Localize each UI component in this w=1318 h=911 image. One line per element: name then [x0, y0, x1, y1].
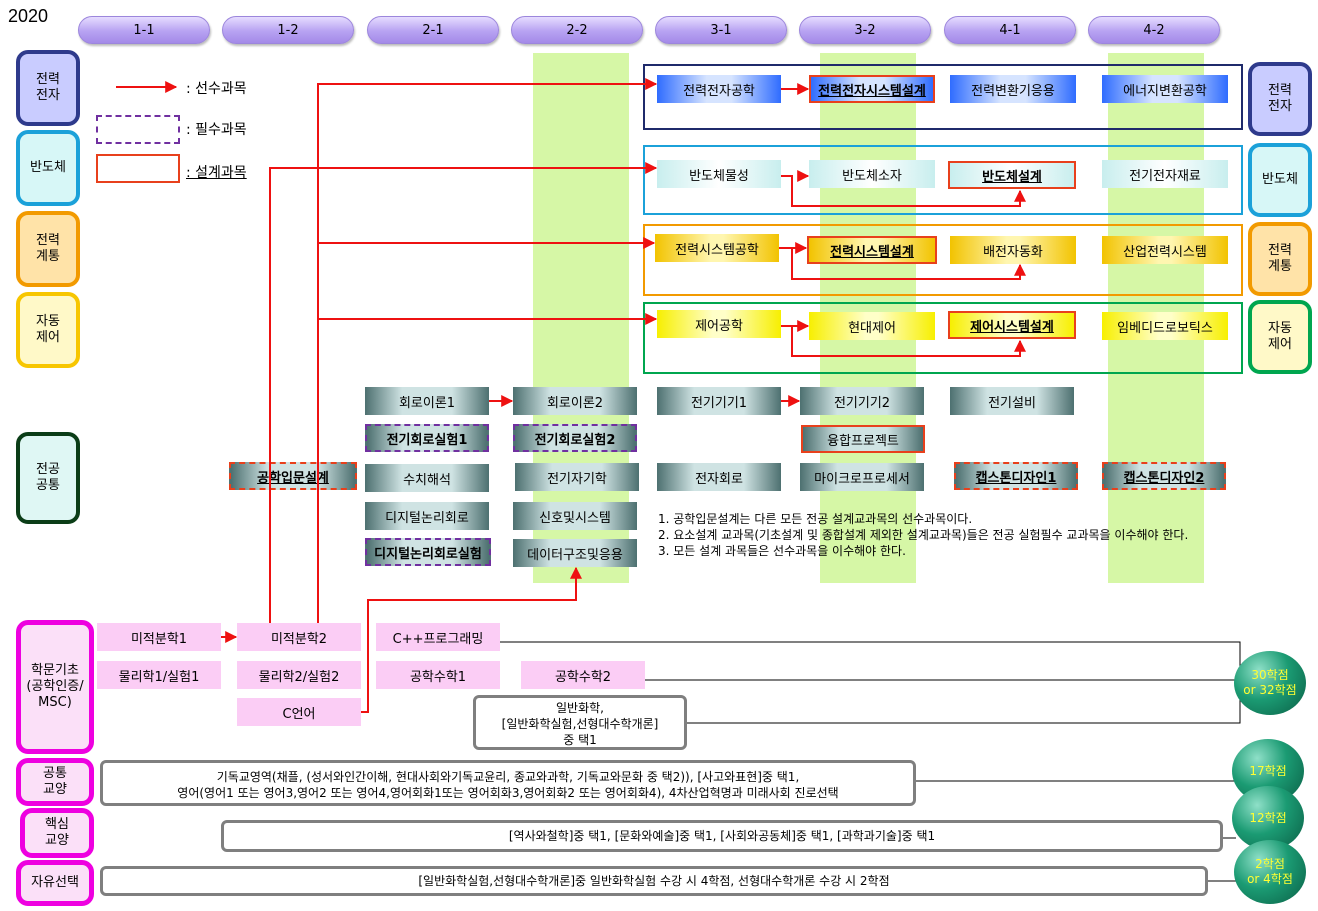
- course-eng-math2: 공학수학2: [521, 661, 645, 689]
- course-digital-logic: 디지털논리회로: [365, 502, 489, 530]
- course-machine2: 전기기기2: [800, 387, 924, 415]
- course-energy-conversion: 에너지변환공학: [1102, 75, 1228, 103]
- category-semiconductor: 반도체: [16, 130, 80, 206]
- frame-control: [643, 302, 1243, 374]
- year-label: 2020: [8, 6, 49, 26]
- credit-msc: 30학점 or 32학점: [1234, 651, 1306, 715]
- note-3: 3. 모든 설계 과목들은 선수과목을 이수해야 한다.: [658, 544, 906, 558]
- category-power-system-right: 전력 계통: [1248, 222, 1312, 296]
- course-control-eng: 제어공학: [657, 310, 781, 338]
- course-power-electronics-system-design: 전력전자시스템설계: [809, 75, 935, 103]
- course-data-structures: 데이터구조및응용: [513, 539, 637, 567]
- course-digital-lab: 디지털논리회로실험: [365, 538, 491, 566]
- semester-2-1: 2-1: [367, 16, 499, 44]
- course-eng-math1: 공학수학1: [376, 661, 500, 689]
- credit-free: 2학점 or 4학점: [1234, 840, 1306, 904]
- course-power-system-design: 전력시스템설계: [807, 236, 937, 264]
- category-major-common: 전공 공통: [16, 432, 80, 524]
- semester-3-2: 3-2: [799, 16, 931, 44]
- frame-power-electronics: [643, 64, 1243, 130]
- course-distribution-automation: 배전자동화: [950, 236, 1076, 264]
- course-modern-control: 현대제어: [809, 312, 935, 340]
- course-semiconductor-physics: 반도체물성: [657, 160, 781, 188]
- legend-prereq: : 선수과목: [186, 81, 247, 97]
- course-power-converter: 전력변환기응용: [950, 75, 1076, 103]
- course-electronic-circuit: 전자회로: [657, 463, 781, 491]
- semester-1-1: 1-1: [78, 16, 210, 44]
- liberal-common: 기독교영역(채플, (성서와인간이해, 현대사회와기독교윤리, 종교와과학, 기…: [100, 760, 916, 806]
- course-power-electronics: 전력전자공학: [657, 75, 781, 103]
- semester-3-1: 3-1: [655, 16, 787, 44]
- course-c-language: C언어: [237, 698, 361, 726]
- course-embedded-robotics: 임베디드로보틱스: [1102, 312, 1228, 340]
- semester-1-2: 1-2: [222, 16, 354, 44]
- category-semiconductor-right: 반도체: [1248, 143, 1312, 217]
- course-fusion-project: 융합프로젝트: [801, 425, 925, 453]
- category-free: 자유선택: [16, 860, 94, 906]
- course-facility: 전기설비: [950, 387, 1074, 415]
- category-power-electronics-right: 전력 전자: [1248, 62, 1312, 136]
- note-2: 2. 요소설계 교과목(기초설계 및 종합설계 제외한 설계교과목)들은 전공 …: [658, 528, 1189, 542]
- course-chemistry-choice: 일반화학, [일반화학실험,선형대수학개론] 중 택1: [473, 695, 687, 750]
- credit-core: 12학점: [1232, 786, 1304, 850]
- semester-4-2: 4-2: [1088, 16, 1220, 44]
- course-electronic-materials: 전기전자재료: [1102, 160, 1228, 188]
- course-intro-design: 공학입문설계: [229, 462, 357, 490]
- category-control: 자동 제어: [16, 292, 80, 368]
- frame-semiconductor: [643, 145, 1243, 215]
- course-capstone2: 캡스톤디자인2: [1102, 462, 1226, 490]
- course-semiconductor-design: 반도체설계: [948, 161, 1076, 189]
- legend-design-box: [96, 154, 180, 183]
- course-cpp: C++프로그래밍: [376, 623, 500, 651]
- course-calculus2: 미적분학2: [237, 623, 361, 651]
- liberal-free: [일반화학실험,선형대수학개론]중 일반화학실험 수강 시 4학점, 선형대수학…: [100, 866, 1208, 896]
- category-core-liberal: 핵심 교양: [20, 808, 94, 858]
- note-1: 1. 공학입문설계는 다른 모든 전공 설계교과목의 선수과목이다.: [658, 512, 973, 526]
- course-control-system-design: 제어시스템설계: [948, 311, 1076, 339]
- category-control-right: 자동 제어: [1248, 300, 1312, 374]
- course-industrial-power: 산업전력시스템: [1102, 236, 1228, 264]
- course-numerical: 수치해석: [365, 464, 489, 492]
- category-power-system: 전력 계통: [16, 211, 80, 287]
- course-lab2: 전기회로실험2: [513, 424, 637, 452]
- category-common-liberal: 공통 교양: [16, 758, 94, 806]
- credit-common: 17학점: [1232, 739, 1304, 803]
- category-power-electronics: 전력 전자: [16, 50, 80, 126]
- course-physics1: 물리학1/실험1: [97, 661, 221, 689]
- legend-dashed-box: [96, 115, 180, 144]
- course-machine1: 전기기기1: [657, 387, 781, 415]
- legend-required: : 필수과목: [186, 122, 247, 138]
- course-calculus1: 미적분학1: [97, 623, 221, 651]
- course-lab1: 전기회로실험1: [365, 424, 489, 452]
- category-basic: 학문기초 (공학인증/ MSC): [16, 620, 94, 754]
- semester-4-1: 4-1: [944, 16, 1076, 44]
- course-microprocessor: 마이크로프로세서: [800, 463, 924, 491]
- course-circuit1: 회로이론1: [365, 387, 489, 415]
- course-electromagnetics: 전기자기학: [515, 463, 639, 491]
- course-signals-systems: 신호및시스템: [513, 502, 637, 530]
- course-power-system-eng: 전력시스템공학: [655, 234, 779, 262]
- course-circuit2: 회로이론2: [513, 387, 637, 415]
- frame-power-system: [643, 224, 1243, 296]
- liberal-core: [역사와철학]중 택1, [문화와예술]중 택1, [사회와공동체]중 택1, …: [221, 820, 1223, 852]
- course-capstone1: 캡스톤디자인1: [954, 462, 1078, 490]
- legend-design: : 설계과목: [186, 165, 247, 181]
- course-physics2: 물리학2/실험2: [237, 661, 361, 689]
- course-semiconductor-device: 반도체소자: [809, 160, 935, 188]
- semester-2-2: 2-2: [511, 16, 643, 44]
